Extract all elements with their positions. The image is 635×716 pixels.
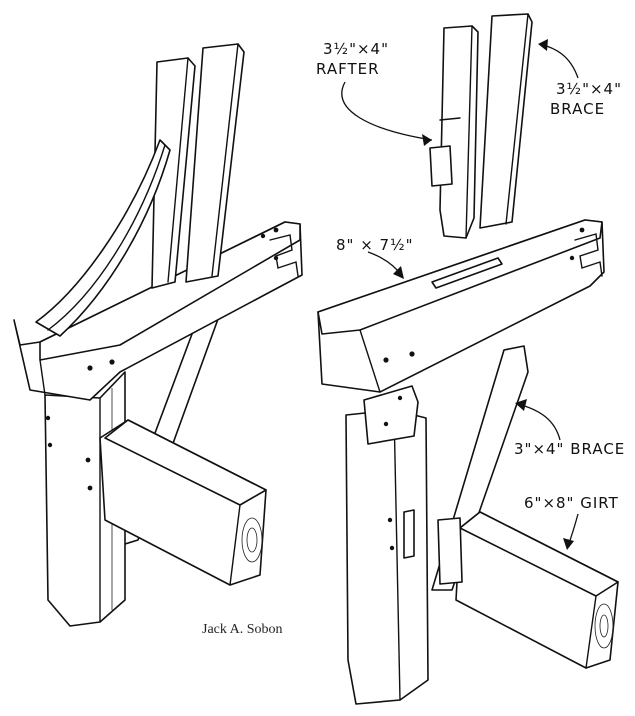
exploded-joint — [317, 13, 619, 705]
assembled-joint — [13, 43, 303, 627]
upper-brace-assembled — [185, 43, 245, 283]
brace-top-piece — [479, 13, 533, 229]
rafter-piece — [439, 25, 479, 239]
brace-top-name-label: BRACE — [550, 100, 606, 118]
lower-brace-label: 3"×4" BRACE — [514, 440, 626, 458]
brace-top-size-label: 3½"×4" — [556, 80, 622, 98]
artist-credit: Jack A. Sobon — [202, 622, 283, 637]
post-exploded — [345, 409, 429, 705]
girt-label: 6"×8" GIRT — [524, 494, 619, 512]
rafter-name-label: RAFTER — [316, 60, 380, 78]
rafter-leader — [341, 81, 433, 141]
beam-size-label: 8" × 7½" — [336, 236, 414, 254]
rafter-size-label: 3½"×4" — [323, 40, 389, 58]
rafter-assembled — [151, 57, 196, 289]
leader-arrows — [341, 39, 579, 550]
